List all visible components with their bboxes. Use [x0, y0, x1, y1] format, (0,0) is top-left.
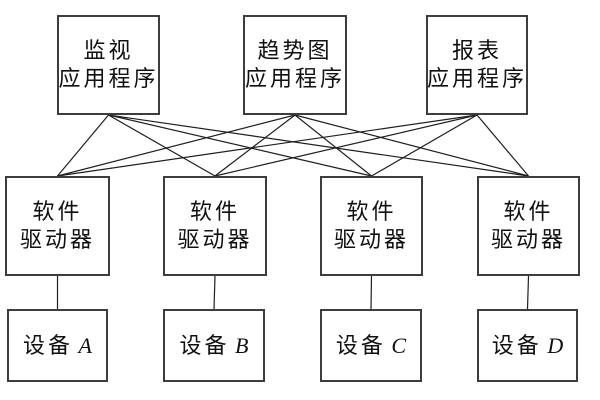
edge-trend-app-to-driver-1: [57, 114, 296, 177]
edge-driver-4-to-device-d: [526, 275, 530, 310]
device-letter: A: [73, 332, 92, 358]
node-monitor-app: 监视应用程序: [57, 15, 160, 115]
node-label-driver-1: 软件驱动器: [19, 199, 95, 252]
edge-driver-2-to-device-b: [213, 275, 216, 310]
edge-report-app-to-driver-3: [371, 114, 478, 177]
edge-monitor-app-to-driver-4: [108, 114, 529, 177]
edge-monitor-app-to-driver-2: [108, 114, 216, 177]
node-label-device-d: 设备 D: [491, 332, 564, 358]
edge-monitor-app-to-driver-1: [57, 114, 109, 177]
node-label-driver-2: 软件驱动器: [177, 199, 253, 252]
edge-trend-app-to-driver-3: [294, 114, 372, 177]
node-driver-4: 软件驱动器: [477, 176, 580, 276]
node-label-device-b: 设备 B: [179, 332, 249, 358]
edge-report-app-to-driver-2: [214, 114, 478, 177]
node-report-app: 报表应用程序: [426, 15, 528, 115]
edge-report-app-to-driver-4: [476, 114, 529, 177]
edge-trend-app-to-driver-2: [214, 114, 296, 177]
node-label-driver-3: 软件驱动器: [333, 199, 409, 252]
edge-monitor-app-to-driver-3: [108, 114, 372, 177]
node-device-a: 设备 A: [7, 309, 108, 382]
node-label-device-a: 设备 A: [23, 332, 92, 358]
node-device-b: 设备 B: [163, 309, 265, 382]
node-driver-3: 软件驱动器: [320, 176, 423, 276]
node-device-d: 设备 D: [477, 309, 578, 382]
node-label-driver-4: 软件驱动器: [490, 199, 566, 252]
edge-report-app-to-driver-1: [57, 114, 478, 177]
node-driver-1: 软件驱动器: [5, 176, 110, 276]
node-trend-app: 趋势图应用程序: [243, 15, 347, 115]
edge-trend-app-to-driver-4: [294, 114, 529, 177]
node-driver-2: 软件驱动器: [163, 176, 267, 276]
device-letter: C: [385, 332, 407, 358]
device-letter: B: [229, 332, 249, 358]
edge-driver-3-to-device-c: [370, 275, 373, 310]
node-device-c: 设备 C: [320, 309, 422, 382]
node-label-report-app: 报表应用程序: [427, 38, 528, 91]
device-letter: D: [541, 332, 564, 358]
node-label-device-c: 设备 C: [335, 332, 407, 358]
node-label-trend-app: 趋势图应用程序: [245, 38, 346, 91]
node-label-monitor-app: 监视应用程序: [58, 38, 159, 91]
